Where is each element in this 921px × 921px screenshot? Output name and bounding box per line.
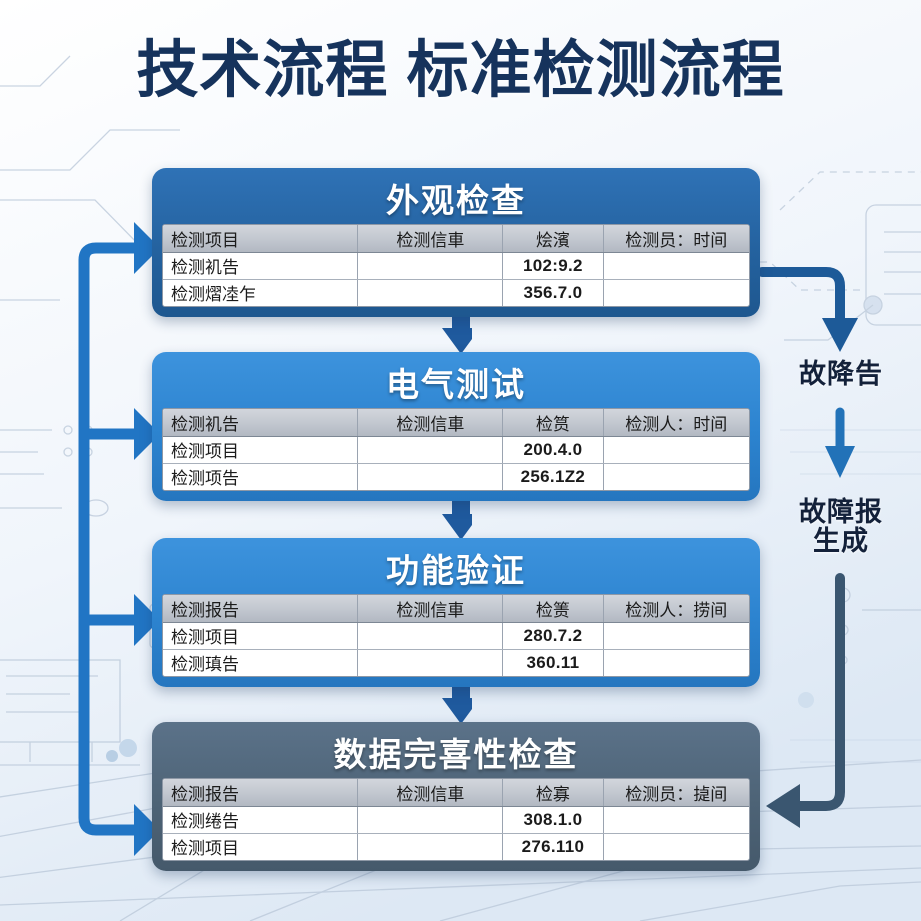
page-title: 技术流程 标准检测流程 [136, 36, 785, 105]
side-label-fault-report: 故降告 [799, 359, 883, 389]
column-header-inspector-time: 检测人：时间 [603, 409, 749, 437]
stage-table-wrapper: 检测报告 检测信車 检寡 检测员：㨗间 检测绻告 308.1.0 检测项目 [162, 778, 750, 861]
cell-info [357, 463, 504, 490]
stage-table: 检测报告 检测信車 检箦 检测人：捞间 检测项目 280.7.2 检测瑱告 [163, 595, 749, 676]
cell-inspector-time [603, 463, 749, 490]
stage-card-data-integrity-check[interactable]: 数据完喜性检查 检测报告 检测信車 检寡 检测员：㨗间 检测绻告 308.1.0 [152, 722, 760, 871]
table-header-row: 检测报告 检测信車 检寡 检测员：㨗间 [163, 779, 749, 807]
cell-info [357, 649, 504, 676]
stage-title: 电气测试 [386, 366, 526, 403]
cell-item: 检测绻告 [163, 806, 359, 834]
table-header-row: 检测报告 检测信車 检箦 检测人：捞间 [163, 595, 749, 623]
table-row[interactable]: 检测瑱告 360.11 [163, 649, 749, 676]
stage-card-electrical-test[interactable]: 电气测试 检测䘛告 检测信車 检筼 检测人：时间 检测项目 200.4.0 [152, 352, 760, 501]
cell-value: 280.7.2 [502, 622, 604, 650]
cell-item: 检测项目 [163, 436, 359, 464]
cell-value: 356.7.0 [502, 279, 604, 306]
cell-inspector-time [603, 833, 749, 860]
cell-item: 检测项目 [163, 833, 359, 860]
cell-item: 检测项告 [163, 463, 359, 490]
table-row[interactable]: 检测项告 256.1Z2 [163, 463, 749, 490]
table-row[interactable]: 检测熠㓐乍 356.7.0 [163, 279, 749, 306]
stage-title: 数据完喜性检查 [333, 736, 579, 773]
cell-inspector-time [603, 436, 749, 464]
column-header-value: 检箦 [502, 595, 604, 623]
cell-value: 308.1.0 [502, 806, 604, 834]
column-header-info: 检测信車 [357, 409, 504, 437]
cell-inspector-time [603, 279, 749, 306]
column-header-item: 检测䘛告 [163, 409, 359, 437]
column-header-info: 检测信車 [357, 225, 504, 253]
cell-item: 检测项目 [163, 622, 359, 650]
table-row[interactable]: 检测项目 280.7.2 [163, 622, 749, 650]
column-header-value: 检寡 [502, 779, 604, 807]
column-header-item: 检测报告 [163, 779, 359, 807]
cell-info [357, 806, 504, 834]
stage-table: 检测项目 检测信車 烩濱 检测员：时间 检测䘛告 102:9.2 检测熠㓐乍 [163, 225, 749, 306]
cell-value: 256.1Z2 [502, 463, 604, 490]
column-header-item: 检测报告 [163, 595, 359, 623]
side-label-fault-report-generate: 故障报 生成 [799, 497, 883, 557]
cell-value: 360.11 [502, 649, 604, 676]
stage-table: 检测报告 检测信車 检寡 检测员：㨗间 检测绻告 308.1.0 检测项目 [163, 779, 749, 860]
cell-inspector-time [603, 806, 749, 834]
column-header-inspector-time: 检测员：时间 [603, 225, 749, 253]
column-header-value: 检筼 [502, 409, 604, 437]
cell-value: 102:9.2 [502, 252, 604, 280]
cell-value: 276.110 [502, 833, 604, 860]
stage-title: 功能验证 [386, 552, 526, 589]
table-row[interactable]: 检测项目 276.110 [163, 833, 749, 860]
table-header-row: 检测项目 检测信車 烩濱 检测员：时间 [163, 225, 749, 253]
cell-inspector-time [603, 252, 749, 280]
cell-info [357, 436, 504, 464]
cell-item: 检测熠㓐乍 [163, 279, 359, 306]
stage-table: 检测䘛告 检测信車 检筼 检测人：时间 检测项目 200.4.0 检测项告 [163, 409, 749, 490]
cell-value: 200.4.0 [502, 436, 604, 464]
cell-inspector-time [603, 622, 749, 650]
column-header-info: 检测信車 [357, 595, 504, 623]
cell-info [357, 833, 504, 860]
cell-info [357, 622, 504, 650]
table-row[interactable]: 检测䘛告 102:9.2 [163, 252, 749, 280]
stage-table-wrapper: 检测项目 检测信車 烩濱 检测员：时间 检测䘛告 102:9.2 检测熠㓐乍 [162, 224, 750, 307]
stage-table-wrapper: 检测䘛告 检测信車 检筼 检测人：时间 检测项目 200.4.0 检测项告 [162, 408, 750, 491]
cell-info [357, 252, 504, 280]
column-header-info: 检测信車 [357, 779, 504, 807]
cell-info [357, 279, 504, 306]
column-header-inspector-time: 检测人：捞间 [603, 595, 749, 623]
cell-item: 检测䘛告 [163, 252, 359, 280]
cell-item: 检测瑱告 [163, 649, 359, 676]
stage-table-wrapper: 检测报告 检测信車 检箦 检测人：捞间 检测项目 280.7.2 检测瑱告 [162, 594, 750, 677]
column-header-inspector-time: 检测员：㨗间 [603, 779, 749, 807]
table-row[interactable]: 检测项目 200.4.0 [163, 436, 749, 464]
cell-inspector-time [603, 649, 749, 676]
stage-card-function-verification[interactable]: 功能验证 检测报告 检测信車 检箦 检测人：捞间 检测项目 280.7.2 [152, 538, 760, 687]
table-row[interactable]: 检测绻告 308.1.0 [163, 806, 749, 834]
stage-title: 外观检查 [386, 182, 526, 219]
table-header-row: 检测䘛告 检测信車 检筼 检测人：时间 [163, 409, 749, 437]
column-header-item: 检测项目 [163, 225, 359, 253]
stage-card-appearance-inspection[interactable]: 外观检查 检测项目 检测信車 烩濱 检测员：时间 检测䘛告 102:9.2 [152, 168, 760, 317]
column-header-value: 烩濱 [502, 225, 604, 253]
